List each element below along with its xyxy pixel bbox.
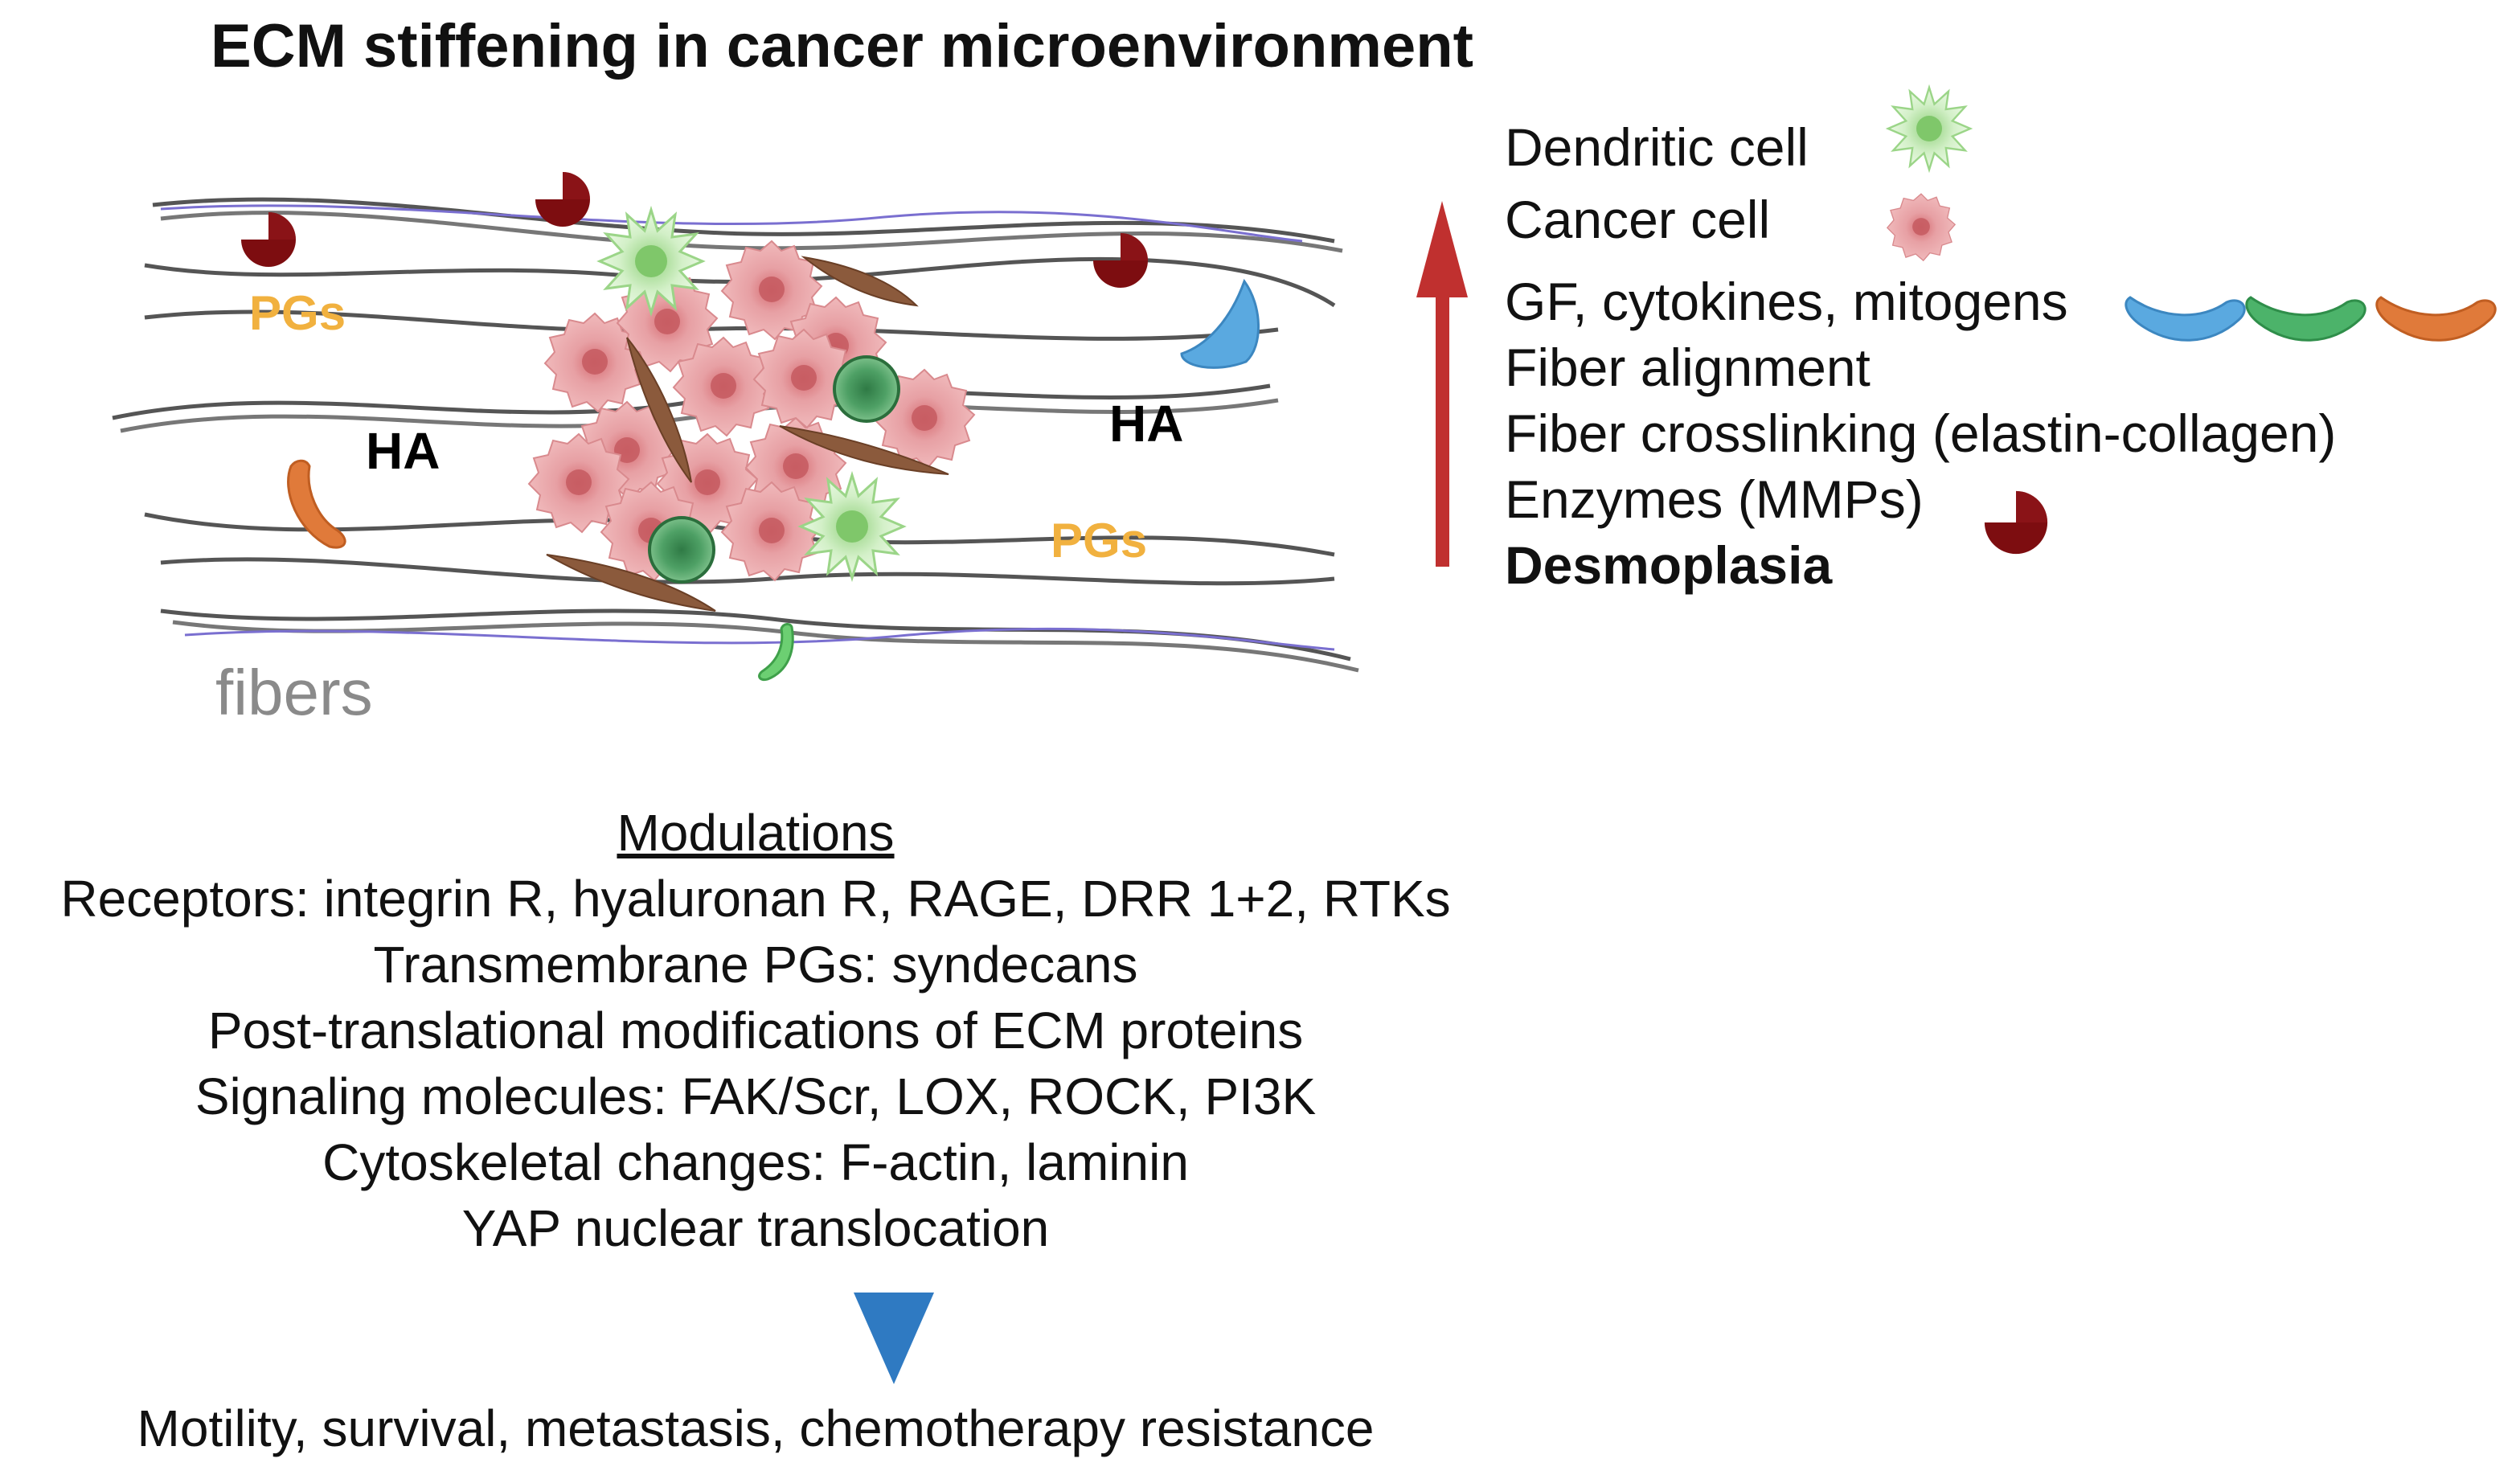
outcome-text: Motility, survival, metastasis, chemothe… <box>137 1399 1375 1457</box>
fibers-label: fibers <box>215 657 373 728</box>
result-arrow-icon <box>854 1293 934 1384</box>
green-cells <box>648 355 900 584</box>
growth-factor-orange <box>287 459 346 549</box>
pgs-label-left: PGs <box>249 286 346 340</box>
legend-cancer-cell: Cancer cell <box>1505 190 1771 249</box>
fibroblasts <box>546 256 949 612</box>
mmp-enzyme-icon <box>1093 233 1148 288</box>
ha-label-left: HA <box>366 422 440 480</box>
modulations-block: Modulations Receptors: integrin R, hyalu… <box>0 800 1511 1261</box>
modulation-line: Signaling molecules: FAK/Scr, LOX, ROCK,… <box>195 1067 1317 1125</box>
modulation-line: Post-translational modifications of ECM … <box>207 1002 1304 1059</box>
modulation-line: Receptors: integrin R, hyaluronan R, RAG… <box>60 870 1451 928</box>
modulation-line: YAP nuclear translocation <box>461 1199 1050 1257</box>
modulation-line: Cytoskeletal changes: F-actin, laminin <box>322 1133 1189 1191</box>
diagram-title: ECM stiffening in cancer microenvironmen… <box>211 12 1473 80</box>
legend-desmoplasia: Desmoplasia <box>1505 535 1833 595</box>
growth-factor-blue <box>1180 278 1260 369</box>
increase-arrow-icon <box>1416 201 1468 567</box>
ha-label-right: HA <box>1109 395 1184 453</box>
legend-icons <box>1887 86 2497 555</box>
mmp-enzyme-icon <box>241 212 296 267</box>
growth-factor-green <box>758 623 794 682</box>
legend-fiber-alignment: Fiber alignment <box>1505 338 1871 397</box>
legend-enzymes: Enzymes (MMPs) <box>1505 469 1924 529</box>
legend-dendritic-cell: Dendritic cell <box>1505 117 1809 177</box>
elastin-fibers <box>160 204 1335 651</box>
pgs-label-right: PGs <box>1051 514 1148 567</box>
modulation-line: Transmembrane PGs: syndecans <box>373 936 1138 994</box>
legend-fiber-crosslinking: Fiber crosslinking (elastin-collagen) <box>1505 404 2337 463</box>
legend-growth-factors: GF, cytokines, mitogens <box>1505 272 2068 331</box>
mmp-enzyme-icon <box>535 172 590 227</box>
modulations-heading: Modulations <box>617 804 895 862</box>
